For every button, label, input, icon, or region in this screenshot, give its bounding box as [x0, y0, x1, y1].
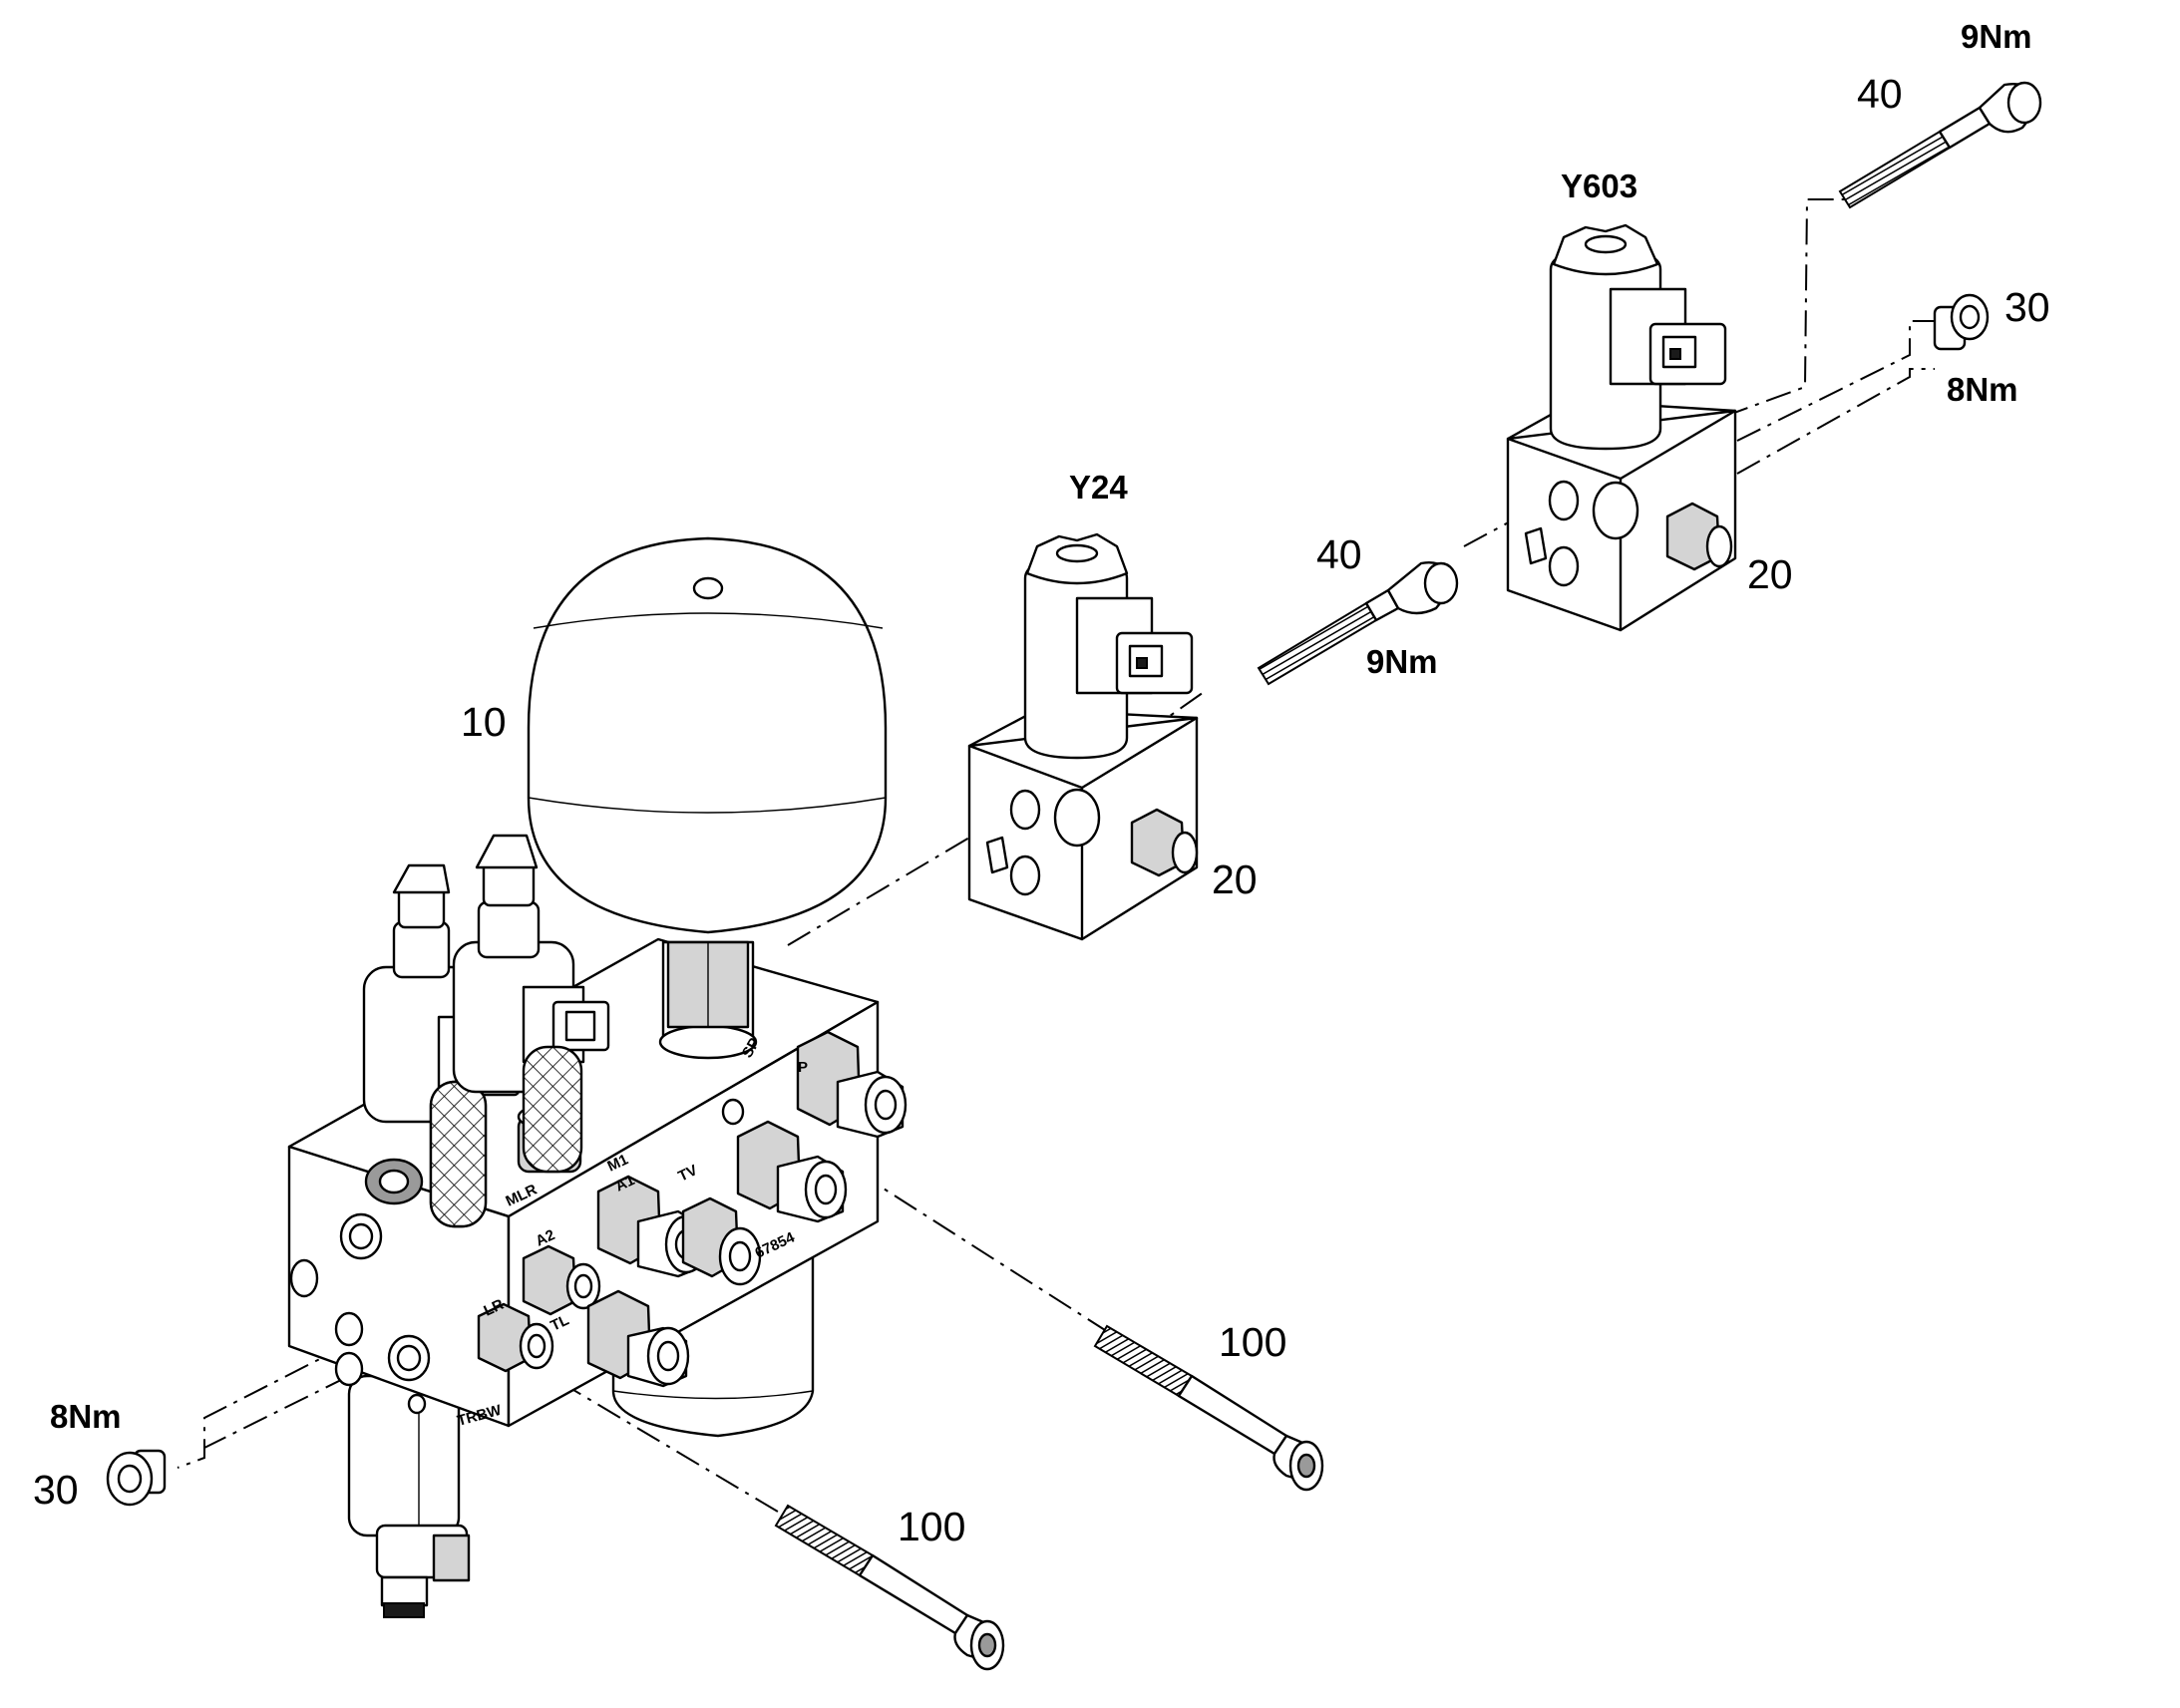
fitting-p [796, 1030, 908, 1139]
torque-plug-right: 8Nm [1947, 371, 2018, 408]
block-solenoid-right [452, 834, 610, 1174]
hydraulic-valve-block [287, 834, 908, 1618]
port-a1: A1 [613, 1172, 638, 1196]
port-lr: LR [482, 1296, 507, 1320]
callout-20-y603: 20 [1747, 551, 1793, 597]
callout-40-y603: 40 [1857, 71, 1903, 117]
bolt-100-upper [1093, 1324, 1324, 1492]
screw-40-y24 [1257, 561, 1459, 686]
valve-y24 [967, 532, 1199, 941]
fitting-top-left [364, 1158, 424, 1205]
fitting-tv2 [681, 1196, 762, 1286]
screw-40-y603 [1838, 81, 2042, 209]
plug-30-right [1933, 293, 1990, 351]
valve-y603 [1506, 223, 1737, 632]
callout-40-y24: 40 [1316, 531, 1362, 577]
callout-10: 10 [461, 699, 507, 745]
designation-y603: Y603 [1561, 168, 1637, 204]
port-p: P [798, 1059, 808, 1076]
accumulator [527, 536, 888, 934]
fitting-a2 [522, 1244, 601, 1316]
bolt-100-lower [774, 1504, 1005, 1671]
designation-y24: Y24 [1069, 469, 1128, 506]
fitting-tv [736, 1120, 848, 1223]
torque-screw-y603: 9Nm [1961, 18, 2032, 55]
port-tv: TV [676, 1162, 701, 1186]
callout-labels: 10 20 20 30 30 40 40 100 100 Y24 Y603 8N… [33, 18, 2050, 1549]
callout-100-lower: 100 [898, 1504, 965, 1549]
callout-30-left: 30 [33, 1467, 79, 1513]
torque-screw-y24: 9Nm [1366, 643, 1438, 680]
callout-30-right: 30 [2004, 284, 2050, 330]
port-a2: A2 [534, 1226, 558, 1250]
callout-20-y24: 20 [1212, 856, 1258, 902]
fitting-tl [586, 1289, 690, 1388]
plug-30-left [106, 1449, 167, 1507]
fitting-lr [477, 1302, 554, 1373]
torque-plug-left: 8Nm [50, 1398, 122, 1435]
bottom-solenoid [347, 1374, 471, 1618]
callout-100-upper: 100 [1219, 1319, 1286, 1365]
port-tl: TL [548, 1311, 572, 1334]
